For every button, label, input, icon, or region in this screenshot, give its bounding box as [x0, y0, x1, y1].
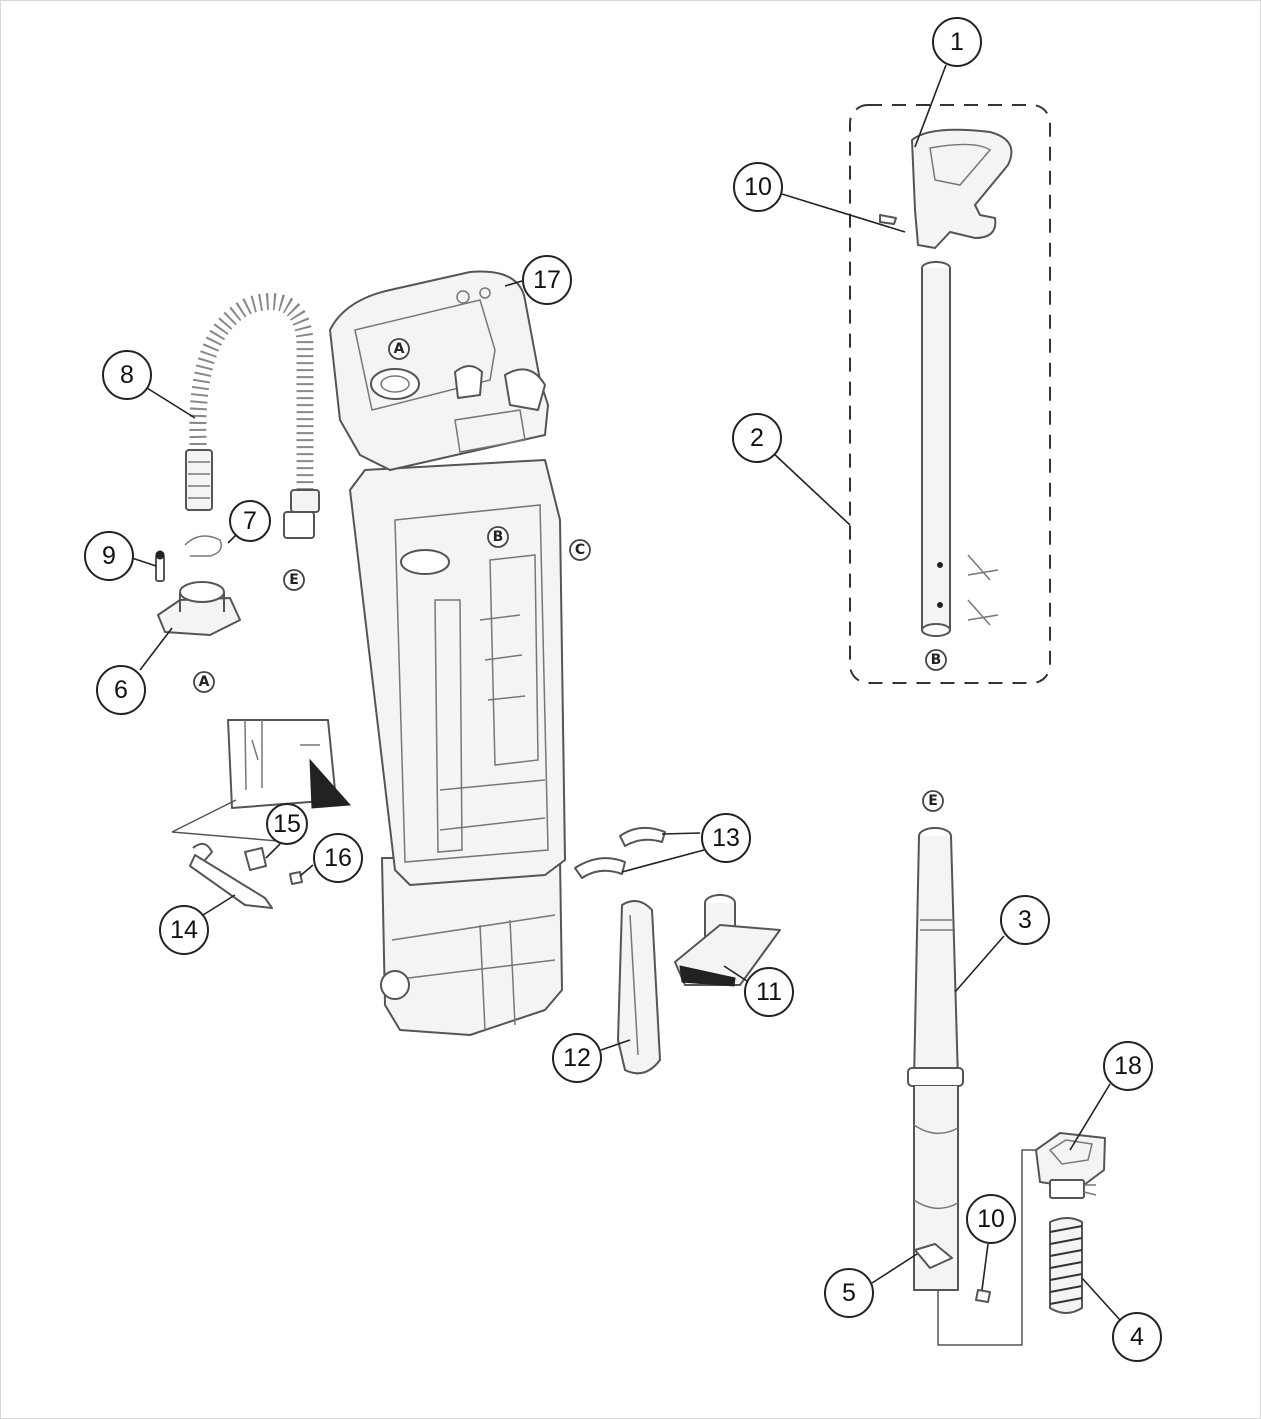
- svg-text:1: 1: [950, 28, 964, 56]
- hose-cuff-assembly: [1035, 1132, 1106, 1314]
- svg-text:16: 16: [324, 844, 352, 872]
- hose-assembly: [185, 293, 320, 539]
- svg-text:A: A: [199, 674, 210, 690]
- ref-badge: B: [925, 649, 947, 671]
- callout-15: 15: [266, 803, 308, 845]
- callout-10-wand: 10: [966, 1194, 1016, 1244]
- callout-18: 18: [1103, 1041, 1153, 1091]
- hose-connector-adapter: [155, 535, 241, 636]
- ref-badge: A: [193, 671, 215, 693]
- ref-badge: E: [922, 790, 944, 812]
- svg-text:17: 17: [533, 266, 561, 294]
- callout-14: 14: [159, 905, 209, 955]
- crevice-tool: [617, 900, 661, 1075]
- ref-badge: E: [283, 569, 305, 591]
- svg-text:7: 7: [243, 507, 257, 535]
- connection-refs: A B C E A B E: [193, 338, 947, 812]
- svg-text:4: 4: [1130, 1323, 1144, 1351]
- lower-wand-assembly: [907, 827, 1036, 1346]
- svg-text:6: 6: [114, 676, 128, 704]
- svg-text:5: 5: [842, 1279, 856, 1307]
- cord-hook-assembly: [171, 719, 352, 909]
- callout-13: 13: [701, 813, 751, 863]
- svg-text:13: 13: [712, 824, 740, 852]
- upholstery-tool: [674, 894, 781, 987]
- callout-8: 8: [102, 350, 152, 400]
- callout-6: 6: [96, 665, 146, 715]
- callout-2: 2: [732, 413, 782, 463]
- svg-text:E: E: [289, 572, 299, 588]
- svg-text:15: 15: [273, 810, 301, 838]
- svg-text:10: 10: [744, 173, 772, 201]
- ref-badge: C: [569, 539, 591, 561]
- svg-text:9: 9: [102, 542, 116, 570]
- callout-1: 1: [932, 17, 982, 67]
- callout-12: 12: [552, 1033, 602, 1083]
- svg-text:18: 18: [1114, 1052, 1142, 1080]
- callout-11: 11: [744, 967, 794, 1017]
- svg-text:11: 11: [756, 978, 782, 1006]
- svg-text:C: C: [575, 542, 585, 558]
- vacuum-body-housing: [329, 270, 566, 1036]
- svg-text:8: 8: [120, 361, 134, 389]
- svg-text:B: B: [931, 652, 942, 668]
- callout-4: 4: [1112, 1312, 1162, 1362]
- svg-text:10: 10: [977, 1205, 1005, 1233]
- svg-text:2: 2: [750, 424, 764, 452]
- ref-badge: A: [388, 338, 410, 360]
- callout-10-handle: 10: [733, 162, 783, 212]
- svg-text:E: E: [928, 793, 938, 809]
- svg-text:B: B: [493, 529, 504, 545]
- callout-9: 9: [84, 531, 134, 581]
- svg-text:12: 12: [563, 1044, 591, 1072]
- svg-text:3: 3: [1018, 906, 1032, 934]
- callouts: 1 10 2 17 8 7 9 6 15 16 14: [84, 17, 1162, 1362]
- handle-wand-assembly: [849, 104, 1051, 684]
- svg-text:14: 14: [170, 916, 198, 944]
- callout-5: 5: [824, 1268, 874, 1318]
- ref-badge: B: [487, 526, 509, 548]
- tool-clips: [574, 826, 666, 879]
- svg-text:A: A: [394, 341, 405, 357]
- callout-7: 7: [229, 500, 271, 542]
- callout-17: 17: [522, 255, 572, 305]
- callout-16: 16: [313, 833, 363, 883]
- leader-lines: [131, 64, 1121, 1321]
- callout-3: 3: [1000, 895, 1050, 945]
